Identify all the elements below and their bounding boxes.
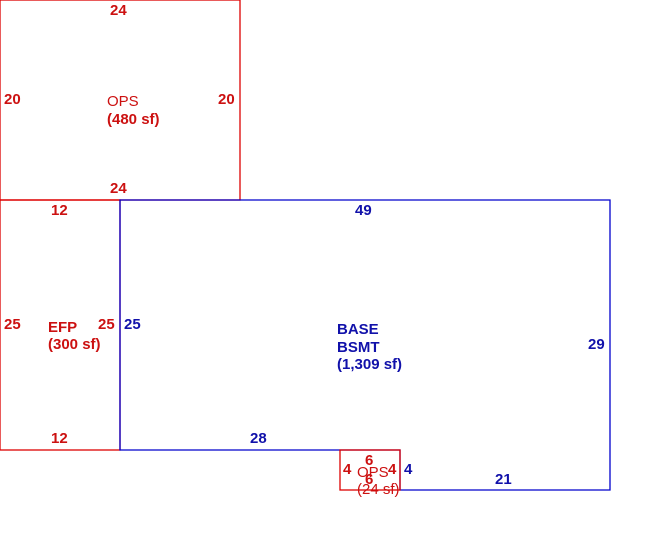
ops-top-dim-left: 20 xyxy=(4,91,21,108)
ops-small-dim-right: 4 xyxy=(388,461,397,478)
ops-top-dim-bottom: 24 xyxy=(110,180,127,197)
ops-small-dim-top: 6 xyxy=(365,452,373,469)
efp-name: EFP xyxy=(48,319,77,336)
ops-top-dim-top: 24 xyxy=(110,2,127,19)
base-dim-step: 4 xyxy=(404,461,413,478)
ops-small-dim-bottom: 6 xyxy=(365,471,373,488)
ops-small-name: OPS xyxy=(357,464,389,481)
efp-dim-left: 25 xyxy=(4,316,21,333)
ops-small-dim-left: 4 xyxy=(343,461,352,478)
base-dim-right: 29 xyxy=(588,336,605,353)
base-dim-bottom-right: 21 xyxy=(495,471,512,488)
ops-small-outline xyxy=(339,449,401,491)
efp-dim-bottom: 12 xyxy=(51,430,68,447)
ops-top-name: OPS xyxy=(107,93,139,110)
ops-small-area: (24 sf) xyxy=(357,481,400,498)
base-name-line2: BSMT xyxy=(337,339,380,356)
ops-top-area: (480 sf) xyxy=(107,111,160,128)
efp-dim-right: 25 xyxy=(98,316,115,333)
base-dim-bottom-left: 28 xyxy=(250,430,267,447)
ops-top-dim-right: 20 xyxy=(218,91,235,108)
base-area: (1,309 sf) xyxy=(337,356,402,373)
base-dim-left: 25 xyxy=(124,316,141,333)
efp-dim-top: 12 xyxy=(51,202,68,219)
base-name-line1: BASE xyxy=(337,321,379,338)
efp-area: (300 sf) xyxy=(48,336,101,353)
base-dim-top: 49 xyxy=(355,202,372,219)
